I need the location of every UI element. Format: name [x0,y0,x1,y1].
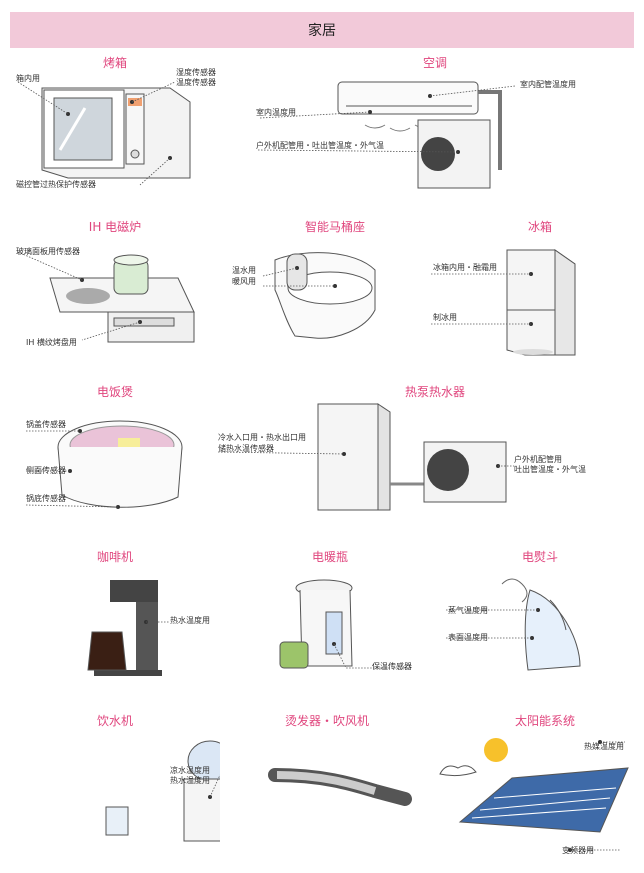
solar-illustration [439,738,629,852]
toilet-illustration [262,252,376,339]
heatpump-illustration [218,403,514,511]
fridge-label-1: 冰箱内用・融霜用 [433,263,497,272]
page-header: 家居 [10,12,634,48]
ih-label-1: 玻璃面板用传感器 [16,247,80,256]
fridge-label-2: 制冰用 [433,313,457,322]
solar-label-1: 热媒温度用 [584,742,624,751]
ricecooker-label-2: 侧面传感器 [26,466,66,475]
solar-title: 太阳能系统 [514,714,575,728]
oven-label-3: 温度传感器 [176,78,216,87]
pot-title: 电暖瓶 [311,550,348,564]
water-illustration [105,740,220,842]
coffee-label-1: 热水温度用 [170,616,210,625]
solar-label-2: 变频器用 [562,846,594,855]
heatpump-label-3: 户外机配管用 [514,455,562,464]
ac-label-2: 室内温度用 [256,108,296,117]
ac-title: 空调 [422,56,447,70]
ricecooker-title: 电饭煲 [96,385,133,399]
fridge-title: 冰箱 [527,220,552,234]
oven-illustration [17,81,191,186]
ricecooker-label-3: 锅底传感器 [26,494,66,503]
curler-title: 烫发器・吹风机 [284,714,369,728]
coffee-illustration [87,580,170,676]
iron-title: 电熨斗 [521,550,558,564]
heatpump-title: 热泵热水器 [404,385,465,399]
oven-title: 烤箱 [102,56,127,70]
water-label-2: 热水温度用 [170,776,210,785]
toilet-title: 智能马桶座 [304,220,365,234]
pot-illustration [279,579,410,669]
heatpump-label-4: 吐出管温度・外气温 [514,465,586,474]
iron-label-2: 表面温度用 [448,633,488,642]
ac-label-1: 室内配管温度用 [520,80,576,89]
oven-label-1: 箱内用 [16,74,40,83]
ih-title: IH 电磁炉 [88,220,142,234]
ricecooker-label-1: 锅盖传感器 [26,420,66,429]
curler-illustration [268,768,412,806]
oven-label-4: 磁控管过热保护传感器 [16,180,96,189]
toilet-label-2: 暖风用 [232,277,256,286]
ac-illustration [257,81,516,189]
water-label-1: 凉水温度用 [170,766,210,775]
ricecooker-illustration [25,420,183,509]
toilet-label-1: 温水用 [232,266,256,275]
water-title: 饮水机 [96,714,133,728]
ih-label-2: IH 横纹烤盘用 [26,338,77,347]
page-title: 家居 [308,23,336,39]
iron-label-1: 蒸气温度用 [448,606,488,615]
ih-illustration [17,251,195,343]
coffee-title: 咖啡机 [96,550,133,564]
ac-label-3: 户外机配管用・吐出管温度・外气温 [256,141,384,150]
iron-illustration [446,578,581,671]
fridge-illustration [431,249,576,356]
heatpump-label-1: 冷水入口用・热水出口用 [218,433,306,442]
pot-label-1: 保温传感器 [372,662,412,671]
oven-label-2: 湿度传感器 [176,68,216,77]
heatpump-label-2: 储热水温传感器 [218,444,274,453]
